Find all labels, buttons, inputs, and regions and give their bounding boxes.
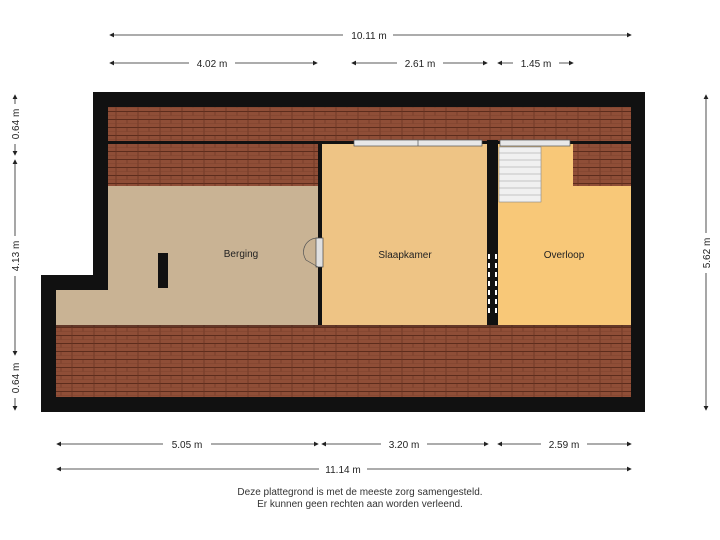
chimney xyxy=(158,253,168,288)
svg-text:4.02 m: 4.02 m xyxy=(197,59,228,70)
disclaimer-line-2: Er kunnen geen rechten aan worden verlee… xyxy=(257,499,463,510)
dimension-top-segment-2: 2.61 m xyxy=(351,57,488,70)
svg-text:3.20 m: 3.20 m xyxy=(389,440,420,451)
wall-bottom-line xyxy=(56,325,631,327)
svg-text:4.13 m: 4.13 m xyxy=(11,241,22,272)
dimension-top-segment-3: 1.45 m xyxy=(497,57,574,70)
door-berging xyxy=(303,237,324,268)
room-slaapkamer xyxy=(322,144,487,325)
wall-slaapkamer-overloop-upper xyxy=(487,140,498,252)
wall-berging-slaapkamer xyxy=(318,144,322,325)
room-berging xyxy=(56,186,318,325)
disclaimer-line-1: Deze plattegrond is met de meeste zorg s… xyxy=(237,487,483,498)
door-opening-overloop xyxy=(488,254,497,314)
dimension-bottom-segment-2: 3.20 m xyxy=(321,438,489,451)
dimension-top-total: 10.11 m xyxy=(109,29,632,42)
stairs xyxy=(498,146,542,203)
dimension-left-segment-2: 4.13 m xyxy=(9,159,22,356)
window-overloop xyxy=(499,139,571,147)
room-label-slaapkamer: Slaapkamer xyxy=(378,250,432,261)
dimension-bottom-segment-3: 2.59 m xyxy=(497,438,632,451)
room-label-overloop: Overloop xyxy=(544,250,585,261)
roof-top-band xyxy=(108,107,631,144)
svg-text:11.14 m: 11.14 m xyxy=(325,465,360,476)
roof-left-strip xyxy=(108,144,318,186)
svg-text:0.64 m: 0.64 m xyxy=(11,109,22,140)
svg-text:5.05 m: 5.05 m xyxy=(172,440,203,451)
dimension-left-segment-1: 0.64 m xyxy=(9,94,22,156)
svg-text:2.61 m: 2.61 m xyxy=(405,59,436,70)
svg-text:2.59 m: 2.59 m xyxy=(549,440,580,451)
room-label-berging: Berging xyxy=(224,249,258,260)
roof-bottom-band xyxy=(56,325,631,397)
svg-text:5.62 m: 5.62 m xyxy=(702,238,713,269)
roof-right-strip xyxy=(573,144,631,186)
dimension-right-total: 5.62 m xyxy=(700,94,713,411)
svg-text:0.64 m: 0.64 m xyxy=(11,363,22,394)
wall-slaapkamer-overloop-lower xyxy=(490,316,497,325)
dimension-top-segment-1: 4.02 m xyxy=(109,57,318,70)
dimension-bottom-segment-1: 5.05 m xyxy=(56,438,319,451)
dimension-bottom-total: 11.14 m xyxy=(56,463,632,476)
svg-text:1.45 m: 1.45 m xyxy=(521,59,552,70)
dimension-left-segment-3: 0.64 m xyxy=(9,358,22,411)
svg-text:10.11 m: 10.11 m xyxy=(351,31,386,42)
